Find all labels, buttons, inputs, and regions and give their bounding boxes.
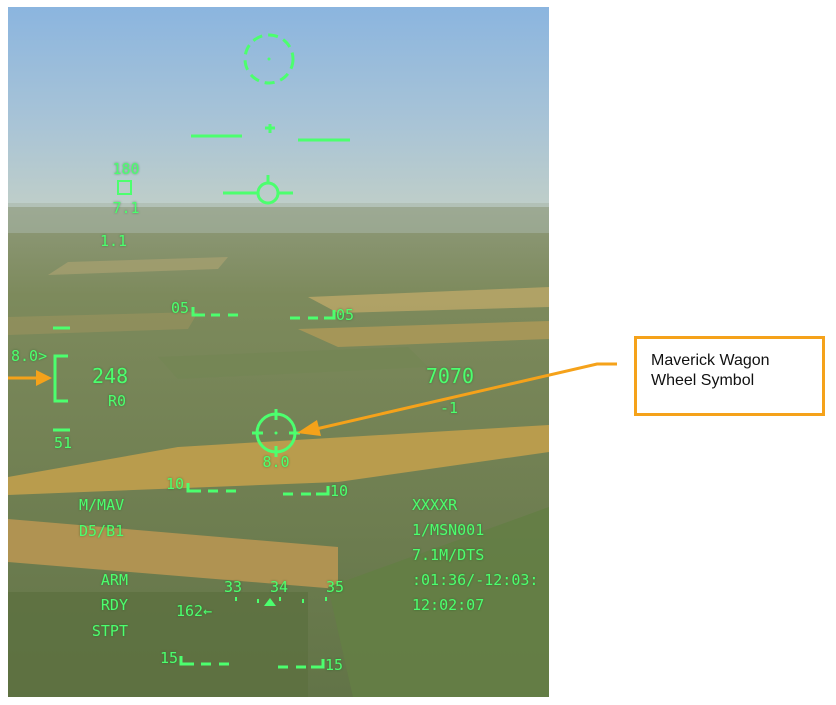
- left-scale-bottom-label: 51: [54, 434, 73, 452]
- slant-range-readout: 7.1: [112, 199, 140, 217]
- pitch-rung-15: [179, 656, 325, 669]
- ready-status: RDY: [100, 596, 128, 614]
- pitch-label-10-left: 10: [166, 475, 185, 493]
- heading-scale: [235, 597, 327, 603]
- weapon-station: D5/B1: [79, 522, 125, 540]
- airspeed-value: 248: [92, 364, 129, 388]
- heading-tick-34: 34: [270, 578, 289, 596]
- hud-view: 180 7.1 1.1 05 05 10 10 15 15 8.0> 51 24…: [8, 7, 549, 697]
- ccip-reticle-ring: [243, 33, 295, 85]
- g-load-readout: 1.1: [100, 232, 128, 250]
- maverick-wagon-wheel: [252, 409, 300, 457]
- ccip-range-readout: 180: [112, 160, 140, 178]
- pitch-label-10-right: 10: [330, 482, 349, 500]
- heading-caret: [264, 598, 276, 606]
- heading-tick-33: 33: [224, 578, 243, 596]
- altitude-value: 7070: [425, 364, 474, 388]
- info-line-4: :01:36/-12:03:: [412, 571, 539, 589]
- left-scale-bracket: [53, 354, 68, 403]
- flight-path-marker: [223, 175, 293, 205]
- airspeed-sub: R0: [108, 392, 127, 410]
- pitch-label-05-left: 05: [171, 299, 190, 317]
- arm-status: ARM: [100, 571, 128, 589]
- info-line-1: XXXXR: [412, 496, 458, 514]
- info-line-2: 1/MSN001: [412, 521, 485, 539]
- left-scale-top-label: 8.0>: [11, 347, 48, 365]
- pitch-label-05-right: 05: [336, 306, 355, 324]
- maverick-range-readout: 8.0: [262, 453, 290, 471]
- weapon-mode: M/MAV: [79, 496, 125, 514]
- pitch-label-15-right: 15: [325, 656, 344, 674]
- altitude-sub: -1: [439, 399, 458, 417]
- heading-tick-35: 35: [326, 578, 345, 596]
- target-designator-box: [117, 180, 132, 195]
- boresight-cross: [265, 124, 275, 133]
- steerpoint-status: STPT: [91, 622, 128, 640]
- heading-bug-readout: 162←: [176, 602, 213, 620]
- callout-box: Maverick Wagon Wheel Symbol: [634, 336, 825, 416]
- info-line-5: 12:02:07: [412, 596, 485, 614]
- pitch-label-15-left: 15: [160, 649, 179, 667]
- ccip-reticle-pipper: [267, 57, 271, 61]
- hud-symbology: [53, 33, 350, 669]
- callout-label: Maverick Wagon Wheel Symbol: [651, 352, 770, 389]
- pitch-rung-05: [191, 307, 336, 320]
- info-line-3: 7.1M/DTS: [412, 546, 485, 564]
- pitch-rung-10: [186, 483, 330, 496]
